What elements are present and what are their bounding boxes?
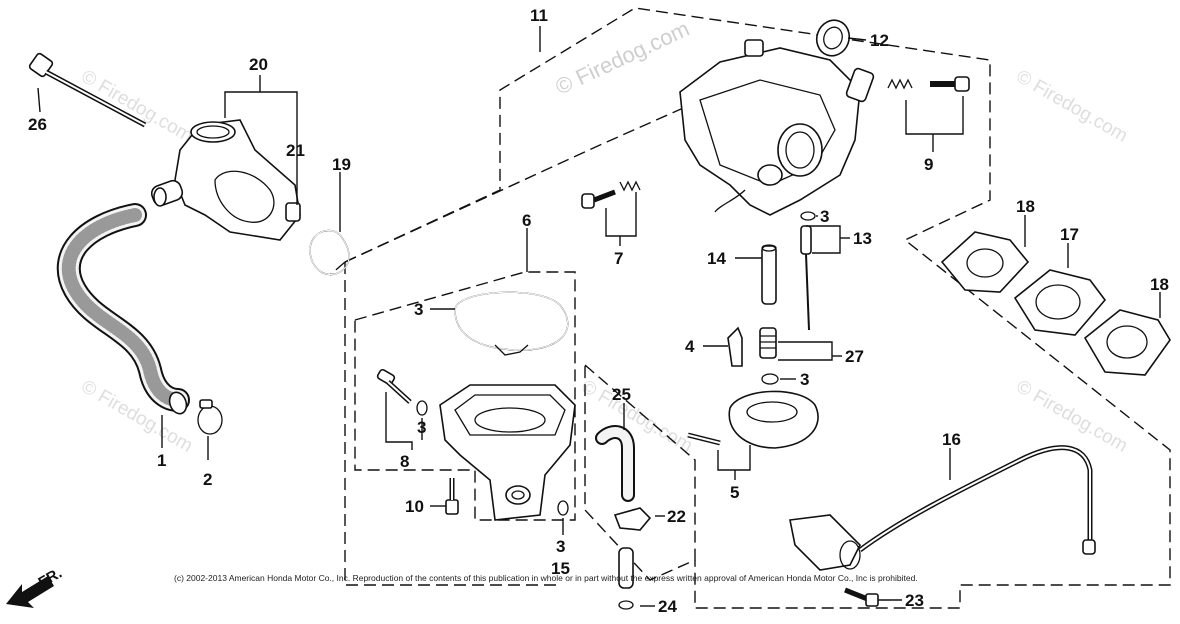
- callout-18-left: 18: [1016, 197, 1035, 216]
- washer-3-mid-drawing: [761, 373, 779, 385]
- seal-12-drawing: [815, 19, 851, 57]
- callout-3-float: 3: [414, 300, 423, 319]
- callout-23: 23: [905, 591, 924, 610]
- float-5-drawing: [687, 390, 819, 449]
- callout-10: 10: [405, 497, 424, 516]
- callout-14: 14: [707, 249, 726, 268]
- leader-lines: [37, 26, 1161, 607]
- callout-20: 20: [249, 55, 268, 74]
- callout-22: 22: [667, 507, 686, 526]
- float-chamber-6-drawing: [439, 384, 576, 521]
- callout-3-washer: 3: [556, 537, 565, 556]
- watermark-left-top: © Firedog.com: [78, 66, 197, 147]
- intake-elbow-20-drawing: [150, 119, 301, 241]
- callout-16: 16: [942, 430, 961, 449]
- callout-3-screw: 3: [417, 418, 426, 437]
- screw-8-drawing: [376, 368, 412, 404]
- callout-26: 26: [28, 115, 47, 134]
- callout-12: 12: [870, 31, 889, 50]
- clip-22-drawing: [613, 507, 652, 531]
- front-direction-indicator: FR.: [6, 565, 65, 608]
- callout-8: 8: [400, 452, 409, 471]
- callout-9: 9: [924, 155, 933, 174]
- needle-jet-14-drawing: [761, 244, 777, 305]
- callout-3-top: 3: [820, 207, 829, 226]
- callout-1: 1: [157, 451, 166, 470]
- insulator-line: [344, 104, 691, 263]
- group-outlines: [329, 7, 1171, 609]
- pilot-screw-7-drawing: [581, 180, 641, 209]
- callout-27: 27: [845, 347, 864, 366]
- callout-13: 13: [853, 229, 872, 248]
- bolt-26-drawing: [28, 52, 147, 128]
- gasket-18-left-drawing: [940, 231, 1030, 293]
- small-oring-3-drawing: [416, 400, 428, 416]
- watermark-right-mid: © Firedog.com: [1013, 376, 1132, 457]
- dowel-21-drawing: [285, 202, 301, 222]
- main-jet-13-drawing: [800, 225, 812, 331]
- float-chamber-outline: [354, 271, 576, 521]
- watermark-right-top: © Firedog.com: [1013, 66, 1132, 147]
- callout-18-right: 18: [1150, 275, 1169, 294]
- hose-1-drawing: [56, 203, 190, 415]
- carburetor-11-drawing: [679, 39, 875, 216]
- float-chamber-gasket-3-drawing: [454, 291, 569, 356]
- bolt-10-drawing: [445, 478, 459, 515]
- callout-24: 24: [658, 597, 677, 616]
- throttle-stop-screw-9-drawing: [887, 76, 970, 92]
- insulator-17-drawing: [1013, 269, 1107, 336]
- callout-25: 25: [612, 385, 631, 404]
- washer-3-top-drawing: [800, 211, 816, 221]
- drain-group-outline: [584, 364, 696, 581]
- tube-25-drawing: [595, 425, 635, 502]
- callout-2: 2: [203, 470, 212, 489]
- watermark-center: © Firedog.com: [552, 16, 694, 100]
- fuel-cut-solenoid-16-drawing: [789, 445, 1096, 571]
- gasket-18-right-drawing: [1083, 309, 1171, 376]
- callout-11: 11: [530, 6, 548, 25]
- callout-5: 5: [730, 483, 739, 502]
- elbow-line: [329, 261, 346, 276]
- bolt-23-drawing: [844, 587, 879, 607]
- tube-24-drawing: [618, 547, 634, 610]
- callout-4: 4: [685, 337, 695, 356]
- clamp-2-drawing: [197, 399, 223, 435]
- main-jet-27-drawing: [759, 327, 777, 359]
- callout-3-mid: 3: [800, 370, 809, 389]
- front-arrow-icon: [6, 576, 54, 608]
- callout-15: 15: [551, 559, 570, 578]
- callouts: 26 20 21 19 1 2 6 3 3 8 10 3 15 25 22 24…: [28, 6, 1169, 616]
- callout-7: 7: [614, 249, 623, 268]
- callout-19: 19: [332, 155, 351, 174]
- callout-21: 21: [286, 141, 305, 160]
- watermark-mid: © Firedog.com: [578, 376, 697, 457]
- float-valve-4-drawing: [727, 326, 743, 367]
- callout-17: 17: [1060, 225, 1079, 244]
- gasket-19-drawing: [309, 229, 350, 276]
- carburetor-outline: [344, 7, 1171, 609]
- callout-6: 6: [522, 211, 531, 230]
- washer-15-drawing: [557, 500, 569, 516]
- copyright-notice: (c) 2002-2013 American Honda Motor Co., …: [174, 573, 918, 583]
